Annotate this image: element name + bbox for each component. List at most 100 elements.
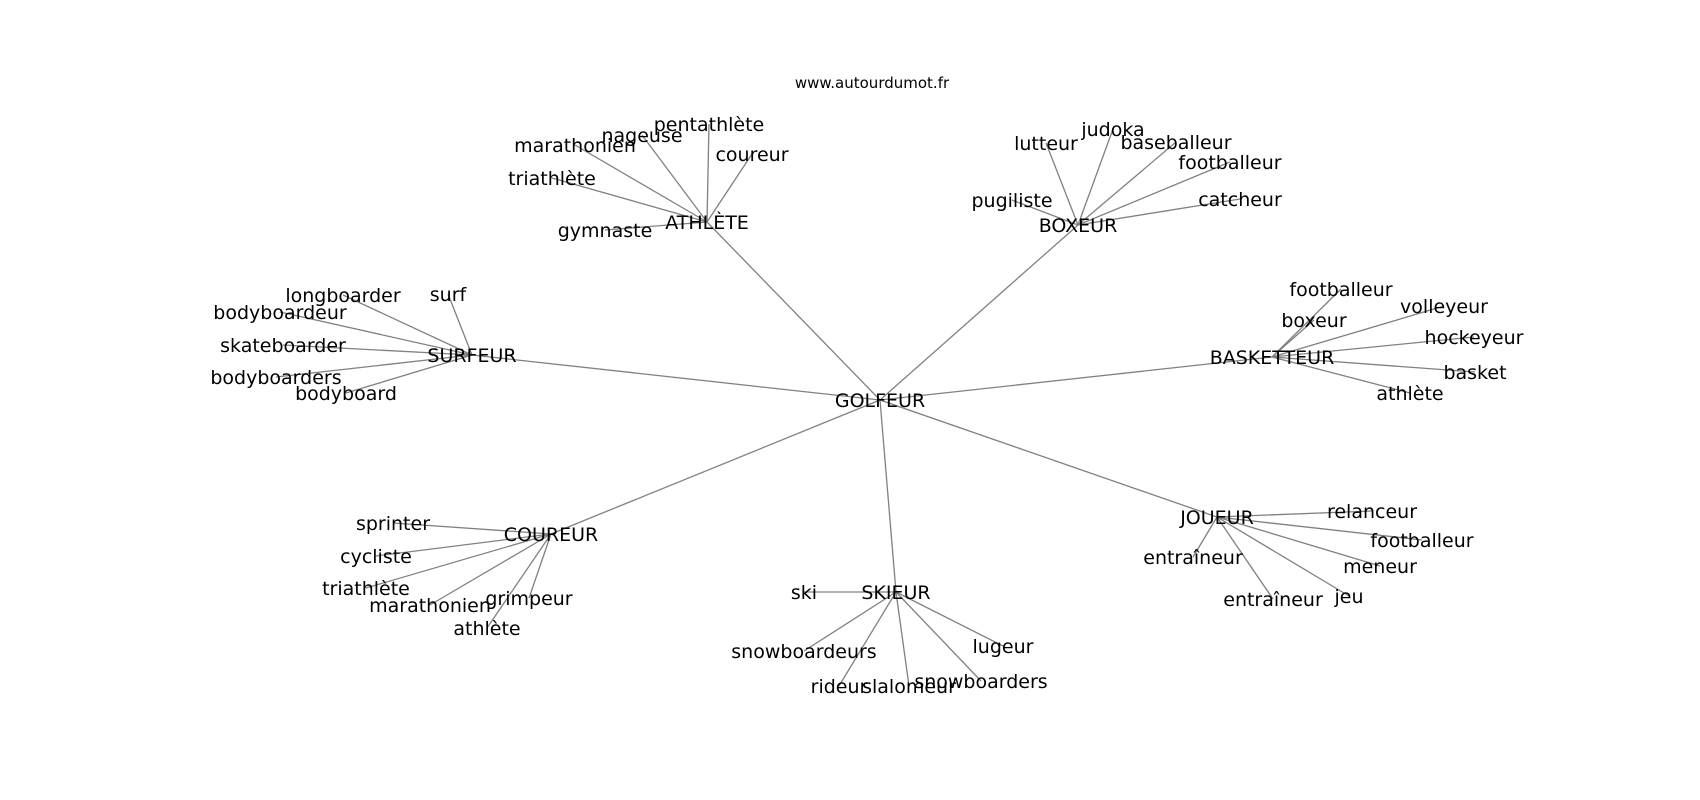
leaf-node-label: footballeur xyxy=(1178,152,1281,174)
edge-hub-to-leaf xyxy=(1077,141,1177,226)
leaf-node-label: pugiliste xyxy=(971,190,1052,212)
edge-hub-to-leaf xyxy=(392,522,552,535)
leaf-node-label: bodyboard xyxy=(295,383,397,405)
leaf-node-label: grimpeur xyxy=(485,588,572,610)
edge-hub-to-leaf xyxy=(1271,356,1476,373)
edge-hub-to-leaf xyxy=(282,344,473,356)
leaf-node-label: marathonien xyxy=(369,595,491,617)
edge-hub-to-leaf xyxy=(1011,199,1079,226)
edge-hub-to-leaf xyxy=(1216,516,1423,541)
edge-hub-to-leaf xyxy=(486,533,552,629)
edge-hub-to-leaf xyxy=(895,591,982,682)
leaf-node-label: snowboarders xyxy=(914,671,1047,693)
edge-hub-to-leaf xyxy=(275,354,473,378)
leaf-node-label: hockeyeur xyxy=(1425,327,1524,349)
edge-hub-to-leaf xyxy=(342,294,473,356)
leaf-node-label: bodyboardeur xyxy=(213,302,347,324)
edge-hub-to-leaf xyxy=(1271,319,1315,358)
leaf-node-label: boxeur xyxy=(1281,310,1346,332)
leaf-node-label: cycliste xyxy=(340,546,412,568)
edge-center-to-hub xyxy=(550,399,881,535)
leaf-node-label: athlète xyxy=(453,618,520,640)
edge-hub-to-leaf xyxy=(1077,198,1241,226)
edge-hub-to-leaf xyxy=(1216,510,1373,518)
leaf-node-label: judoka xyxy=(1080,119,1144,141)
edge-center-to-hub xyxy=(706,221,881,401)
hub-node-label: ATHLÈTE xyxy=(665,211,749,234)
edge-hub-to-leaf xyxy=(375,533,552,557)
edge-hub-to-leaf xyxy=(528,533,552,599)
leaf-node-label: triathlète xyxy=(508,168,596,190)
leaf-node-label: gymnaste xyxy=(558,220,653,242)
edge-hub-to-leaf xyxy=(1077,161,1231,226)
edge-center-to-hub xyxy=(879,399,897,593)
edge-hub-to-leaf xyxy=(1271,336,1475,358)
leaf-node-label: skateboarder xyxy=(220,335,346,357)
edge-center-to-hub xyxy=(879,224,1079,401)
hub-node-label: SURFEUR xyxy=(427,345,516,367)
edge-hub-to-leaf xyxy=(1271,288,1342,358)
edge-hub-to-leaf xyxy=(1045,142,1079,226)
edge-hub-to-leaf xyxy=(279,311,473,356)
leaf-node-label: lutteur xyxy=(1014,133,1078,155)
leaf-node-label: snowboardeurs xyxy=(731,641,876,663)
leaf-node-label: lugeur xyxy=(973,636,1034,658)
leaf-node-label: nageuse xyxy=(601,125,682,147)
leaf-node-label: triathlète xyxy=(322,578,410,600)
leaf-node-label: sprinter xyxy=(356,513,430,535)
hub-node-label: BASKETTEUR xyxy=(1210,347,1335,369)
leaf-node-label: relanceur xyxy=(1327,501,1417,523)
hub-node-label: BOXEUR xyxy=(1039,215,1118,237)
edge-hub-to-leaf xyxy=(1077,128,1114,226)
leaf-node-label: footballeur xyxy=(1289,279,1392,301)
hub-node-label: SKIEUR xyxy=(861,582,930,604)
leaf-node-label: entraîneur xyxy=(1223,589,1323,611)
edge-hub-to-leaf xyxy=(1216,516,1274,600)
edge-center-to-hub xyxy=(471,354,881,401)
edge-center-to-hub xyxy=(879,399,1218,518)
watermark: www.autourdumot.fr xyxy=(795,74,950,92)
edge-hub-to-leaf xyxy=(345,354,473,394)
leaf-node-label: ski xyxy=(791,582,817,604)
edge-hub-to-leaf xyxy=(706,153,753,223)
edge-hub-to-leaf xyxy=(1216,516,1381,567)
labels: GOLFEURATHLÈTEpentathlètenageusemarathon… xyxy=(210,114,1523,698)
edge-hub-to-leaf xyxy=(574,144,708,223)
leaf-node-label: coureur xyxy=(715,144,788,166)
leaf-node-label: bodyboarders xyxy=(210,367,341,389)
edge-hub-to-leaf xyxy=(429,533,552,606)
leaf-node-label: entraîneur xyxy=(1143,547,1243,569)
edge-hub-to-leaf xyxy=(604,221,708,231)
leaf-node-label: volleyeur xyxy=(1400,296,1488,318)
leaf-node-label: catcheur xyxy=(1198,189,1282,211)
leaf-node-label: surf xyxy=(430,284,468,306)
edge-hub-to-leaf xyxy=(1271,356,1411,394)
leaf-node-label: jeu xyxy=(1333,586,1363,608)
leaf-node-label: meneur xyxy=(1343,556,1417,578)
leaf-node-label: athlète xyxy=(1376,383,1443,405)
edge-hub-to-leaf xyxy=(551,177,708,223)
edge-hub-to-leaf xyxy=(838,591,897,687)
edge-hub-to-leaf xyxy=(803,591,897,652)
hub-node-label: JOUEUR xyxy=(1179,507,1254,529)
leaf-node-label: footballeur xyxy=(1370,530,1473,552)
edge-hub-to-leaf xyxy=(641,134,708,223)
leaf-node-label: rideur xyxy=(811,676,868,698)
edge-center-to-hub xyxy=(879,356,1273,401)
leaf-node-label: marathonien xyxy=(514,135,636,157)
hub-node-label: COUREUR xyxy=(504,524,598,546)
edge-hub-to-leaf xyxy=(1216,516,1350,597)
edge-hub-to-leaf xyxy=(447,293,473,356)
leaf-node-label: pentathlète xyxy=(654,114,764,136)
edge-hub-to-leaf xyxy=(1271,305,1445,358)
edge-hub-to-leaf xyxy=(895,591,1004,647)
leaf-node-label: basket xyxy=(1443,362,1506,384)
center-node-label: GOLFEUR xyxy=(835,390,925,412)
leaf-node-label: baseballeur xyxy=(1120,132,1231,154)
leaf-node-label: slalomeur xyxy=(862,676,956,698)
leaf-node-label: longboarder xyxy=(285,285,401,307)
edge-hub-to-leaf xyxy=(1192,516,1218,558)
edges xyxy=(275,123,1476,687)
edge-hub-to-leaf xyxy=(365,533,552,589)
